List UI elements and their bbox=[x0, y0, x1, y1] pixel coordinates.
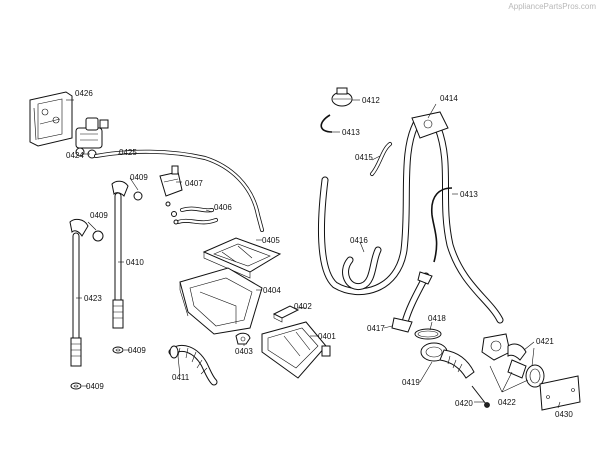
part-labels: 0426 0424 0425 0412 0414 0413 0415 0413 … bbox=[66, 89, 573, 419]
washer-part-bottom[interactable] bbox=[70, 382, 82, 390]
label-0426: 0426 bbox=[75, 89, 93, 98]
label-0420: 0420 bbox=[455, 399, 473, 408]
label-0409-bottom: 0409 bbox=[86, 382, 104, 391]
label-0401: 0401 bbox=[318, 332, 336, 341]
label-0418: 0418 bbox=[428, 314, 446, 323]
watermark: AppliancePartsPros.com bbox=[508, 2, 596, 11]
label-0413-left: 0413 bbox=[342, 128, 360, 137]
label-0409-left: 0409 bbox=[90, 211, 108, 220]
siphon-cap-part[interactable] bbox=[272, 305, 300, 323]
label-0423: 0423 bbox=[84, 294, 102, 303]
label-0419: 0419 bbox=[402, 378, 420, 387]
label-0421: 0421 bbox=[536, 337, 554, 346]
vent-hose-part[interactable] bbox=[370, 142, 392, 176]
pressure-hose-part-right[interactable] bbox=[430, 187, 453, 263]
label-0417: 0417 bbox=[367, 324, 385, 333]
hose-elbow-part-left[interactable] bbox=[69, 218, 104, 242]
distribution-valve-part[interactable] bbox=[159, 165, 183, 207]
label-0411: 0411 bbox=[172, 373, 190, 382]
dispenser-cover-part[interactable] bbox=[202, 237, 282, 279]
label-0410: 0410 bbox=[126, 258, 144, 267]
label-plate-part[interactable] bbox=[539, 375, 581, 411]
long-supply-hose-part[interactable] bbox=[70, 232, 82, 367]
hose-elbow-part-top[interactable] bbox=[111, 180, 143, 201]
label-0430: 0430 bbox=[555, 410, 573, 419]
washer-part-mid[interactable] bbox=[112, 346, 124, 354]
distribution-tubes-part[interactable] bbox=[171, 206, 218, 225]
label-0409-top: 0409 bbox=[130, 173, 148, 182]
label-0425: 0425 bbox=[119, 148, 137, 157]
label-0406: 0406 bbox=[214, 203, 232, 212]
control-bracket-part[interactable] bbox=[29, 91, 73, 147]
label-0424: 0424 bbox=[66, 151, 84, 160]
label-0412: 0412 bbox=[362, 96, 380, 105]
label-0422: 0422 bbox=[498, 398, 516, 407]
drain-screw-part[interactable] bbox=[471, 385, 490, 408]
dispenser-hose-part[interactable] bbox=[168, 345, 218, 386]
label-0403: 0403 bbox=[235, 347, 253, 356]
label-0416: 0416 bbox=[350, 236, 368, 245]
drain-pump-part[interactable] bbox=[481, 333, 545, 388]
clip-part[interactable] bbox=[235, 332, 251, 345]
pressure-hose-part-left[interactable] bbox=[320, 114, 333, 133]
label-0409-mid: 0409 bbox=[128, 346, 146, 355]
label-0414: 0414 bbox=[440, 94, 458, 103]
pressure-switch-part[interactable] bbox=[331, 87, 353, 107]
label-0415: 0415 bbox=[355, 153, 373, 162]
water-inlet-valve-part[interactable] bbox=[75, 117, 109, 159]
leader-lines bbox=[66, 99, 561, 409]
supply-hose-part[interactable] bbox=[112, 192, 124, 329]
sump-hose-part[interactable] bbox=[391, 271, 433, 333]
fill-tube-part[interactable] bbox=[94, 149, 264, 232]
filter-housing-part[interactable] bbox=[420, 342, 475, 379]
label-0413-right: 0413 bbox=[460, 190, 478, 199]
seal-ring-part[interactable] bbox=[414, 328, 442, 340]
detergent-drawer-part[interactable] bbox=[261, 321, 331, 379]
label-0407: 0407 bbox=[185, 179, 203, 188]
drain-hose-large-part[interactable] bbox=[318, 111, 504, 324]
label-0405: 0405 bbox=[262, 236, 280, 245]
label-0404: 0404 bbox=[263, 286, 281, 295]
label-0402: 0402 bbox=[294, 302, 312, 311]
dispenser-housing-part[interactable] bbox=[179, 267, 263, 335]
u-hose-part[interactable] bbox=[342, 246, 382, 291]
